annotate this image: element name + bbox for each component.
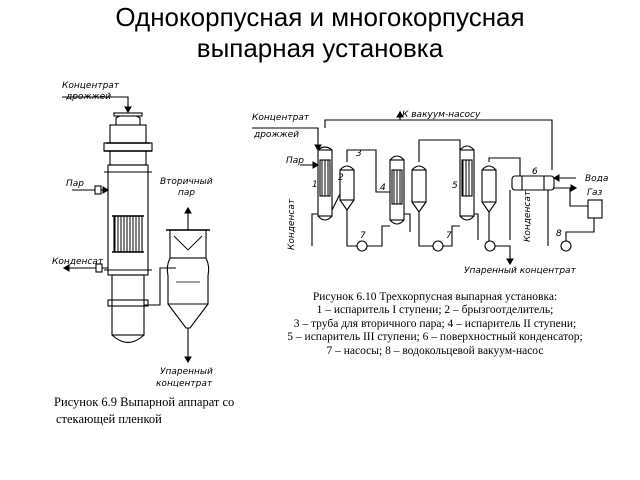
transfer-4-5	[418, 212, 433, 247]
fig1-feed-label-line1: Концентрат	[62, 81, 120, 91]
link-1-2	[331, 193, 341, 211]
callout-6: 6	[532, 167, 538, 177]
distributor-section	[109, 150, 147, 166]
callout-8: 8	[556, 229, 562, 239]
figure-6-10-caption: Рисунок 6.10 Трехкорпусная выпарная уста…	[282, 291, 588, 358]
fig2-condensate-left-label: Конденсат	[287, 198, 297, 250]
callout-7-b: 7	[446, 231, 452, 241]
figure-6-9-caption: Рисунок 6.9 Выпарной аппарат со стекающе…	[54, 394, 274, 428]
fig2-water-label: Вода	[585, 174, 608, 184]
fig1-product-label-line1: Упаренный	[160, 367, 213, 377]
evaporator-1	[317, 146, 333, 221]
callout-2: 2	[338, 173, 344, 183]
evaporator-4	[389, 155, 405, 225]
transfer-1-4	[346, 210, 357, 247]
fig1-steam-label: Пар	[66, 179, 84, 189]
vapour-pipe-3	[346, 149, 390, 193]
condenser-6	[511, 175, 555, 191]
fig1-feed-label-line2: дрожжей	[65, 92, 111, 102]
pipe-to-vacuum-pump	[569, 188, 588, 207]
vacuum-header	[324, 119, 553, 170]
fig1-secondary-label-line1: Вторичный	[160, 177, 213, 187]
figure-6-9-caption-line2: стекающей пленкой	[56, 412, 162, 426]
pump-7-b	[432, 240, 444, 252]
figure-6-9-caption-line1: Рисунок 6.9 Выпарной аппарат со	[54, 395, 235, 409]
fig2-feed-pipe	[252, 127, 322, 152]
vapour-duct	[144, 267, 176, 306]
slide-title-line1: Однокорпусная и многокорпусная	[115, 2, 525, 32]
pump-7-c	[484, 240, 496, 252]
slide-title: Однокорпусная и многокорпусная выпарная …	[0, 2, 640, 64]
vacuum-pump-8	[560, 240, 572, 252]
fig2-condensate-right-label: Конденсат	[523, 190, 533, 242]
fig2-gas-label: Газ	[587, 188, 603, 198]
figure-6-10-caption-line: Рисунок 6.10 Трехкорпусная выпарная уста…	[312, 291, 558, 303]
figure-6-10-caption-line: 1 – испаритель I ступени; 2 – брызгоотде…	[316, 304, 554, 317]
tube-bundle	[113, 215, 143, 253]
pump-8-pipe	[565, 218, 595, 241]
separator-vessel	[166, 229, 210, 329]
figure-6-10-plant: Концентрат дрожжей К вакуум-насосу Пар В…	[252, 110, 608, 276]
vapour-pipe-4-5	[418, 139, 461, 162]
callout-4: 4	[380, 183, 386, 193]
fig1-condensate-label: Конденсат	[52, 257, 104, 267]
callout-3: 3	[356, 149, 362, 159]
fig2-product-outlet	[495, 245, 514, 266]
slide-title-line2: выпарная установка	[196, 33, 444, 63]
lower-shell	[111, 274, 145, 336]
figure-6-10-caption-line: 5 – испаритель III ступени; 6 – поверхно…	[287, 331, 583, 344]
figure-6-9-evaporator: Концентрат дрожжей Пар Вторичный пар Кон…	[52, 81, 213, 389]
fig1-product-label-line2: концентрат	[156, 379, 213, 389]
callout-5: 5	[452, 181, 458, 191]
callout-7-a: 7	[360, 231, 366, 241]
vapour-pipe-5-6	[488, 157, 521, 176]
feed-inlet-pipe	[62, 96, 132, 114]
fig1-secondary-label-line2: пар	[178, 188, 195, 198]
figure-6-10-caption-line: 3 – труба для вторичного пара; 4 – испар…	[293, 317, 577, 330]
condensate-line-left	[311, 213, 318, 246]
top-flange	[103, 142, 153, 152]
evaporator-5	[459, 145, 475, 221]
fig2-vacuum-label: К вакуум-насосу	[402, 110, 481, 120]
fig2-feed-label-line2: дрожжей	[253, 130, 299, 140]
fig2-product-label: Упаренный концентрат	[464, 266, 577, 276]
callout-1: 1	[312, 180, 318, 190]
upper-chamber	[109, 124, 147, 144]
separator-5	[481, 165, 497, 213]
fig2-steam-label: Пар	[286, 156, 304, 166]
figure-6-10-caption-line: 7 – насосы; 8 – водокольцевой вакуум-нас…	[326, 344, 544, 357]
pump-7-a	[356, 240, 368, 252]
vacuum-tank	[587, 199, 603, 219]
fig2-feed-label-line1: Концентрат	[252, 113, 310, 123]
bottom-head	[111, 334, 145, 344]
separator-4	[411, 165, 427, 213]
